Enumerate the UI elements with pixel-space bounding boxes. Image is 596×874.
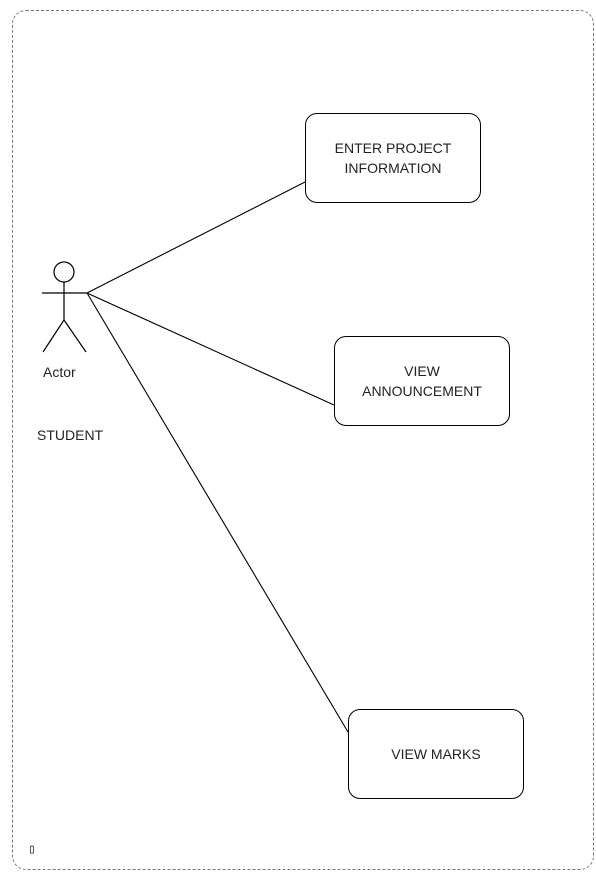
association-enter-project-information [86,181,306,294]
actor-figure[interactable] [42,261,87,353]
actor-left-leg [42,319,65,353]
association-view-announcement [86,292,335,406]
actor-label: Actor [43,364,76,380]
system-boundary [12,10,594,870]
association-view-marks [86,292,349,733]
use-case-view-marks[interactable]: VIEW MARKS [348,709,524,799]
actor-right-leg [63,319,87,353]
use-case-view-announcement[interactable]: VIEW ANNOUNCEMENT [334,336,510,426]
corner-marker-icon: ▯ [28,842,36,857]
actor-head [53,261,75,283]
actor-role-label: STUDENT [37,427,104,443]
use-case-enter-project-information[interactable]: ENTER PROJECT INFORMATION [305,113,481,203]
